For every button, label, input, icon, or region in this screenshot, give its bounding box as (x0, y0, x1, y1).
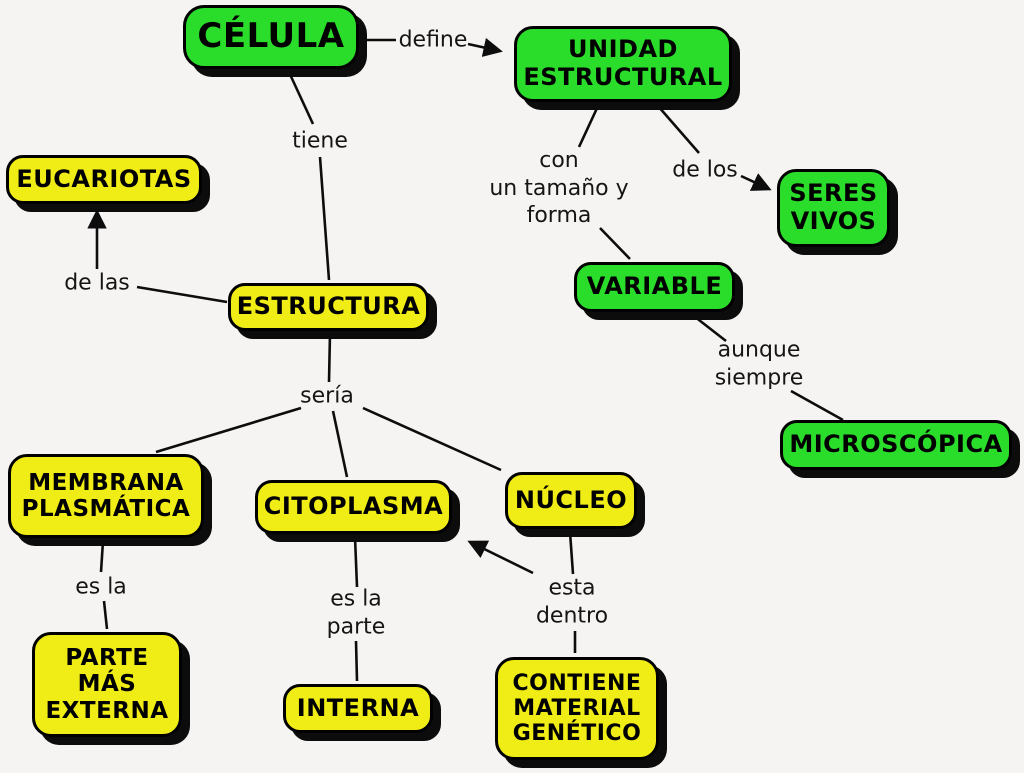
edge-seria-citoplasma (331, 410, 349, 478)
edge-delos-seres (740, 173, 772, 191)
node-nucleo[interactable]: NÚCLEO (505, 472, 637, 529)
node-label: PARTE MÁS EXTERNA (45, 644, 169, 724)
node-label: ESTRUCTURA (236, 292, 421, 321)
node-label: VARIABLE (586, 272, 723, 301)
edge-label-de-los: de los (672, 157, 738, 183)
edge-unidad-delos (657, 105, 700, 154)
edge-label-con-tamano: con un tamaño y forma (489, 147, 629, 228)
edge-label-define: define (398, 27, 468, 53)
edge-seria-membrana (155, 406, 302, 454)
node-estructura[interactable]: ESTRUCTURA (228, 283, 429, 331)
edge-delas-estructura (136, 285, 228, 304)
edge-label-aunque-siempre: aunque siempre (714, 337, 804, 391)
edge-citoplasma-eslaparte (353, 536, 359, 588)
edge-unidad-con (577, 105, 600, 148)
edge-aunque-microscopica (790, 389, 844, 422)
node-label: INTERNA (296, 693, 420, 722)
node-unidad-estructural[interactable]: UNIDAD ESTRUCTURAL (514, 26, 732, 102)
edge-estructura-seria (327, 332, 332, 383)
edge-con-variable (599, 227, 631, 260)
node-eucariotas[interactable]: EUCARIOTAS (6, 155, 202, 204)
edge-esla-parte (102, 600, 109, 630)
node-label: CITOPLASMA (263, 492, 444, 521)
edge-tiene-estructura (318, 156, 331, 281)
edge-estadentro-citoplasma (467, 540, 534, 575)
edge-celula-tiene (286, 69, 315, 125)
edge-nucleo-estadentro (568, 531, 575, 575)
node-variable[interactable]: VARIABLE (574, 262, 735, 312)
edge-label-seria: sería (300, 383, 354, 409)
edge-label-es-la-parte: es la parte (326, 586, 386, 640)
node-label: MICROSCÓPICA (789, 430, 1003, 459)
node-contiene-material-genetico[interactable]: CONTIENE MATERIAL GENÉTICO (495, 657, 659, 760)
node-interna[interactable]: INTERNA (283, 684, 433, 733)
node-celula[interactable]: CÉLULA (183, 5, 359, 69)
edge-label-esta-dentro: esta dentro (535, 575, 609, 629)
node-label: UNIDAD ESTRUCTURAL (523, 35, 723, 91)
edge-label-de-las: de las (64, 270, 130, 296)
edge-define-unidad (467, 37, 503, 57)
node-label: NÚCLEO (514, 485, 628, 514)
node-parte-mas-externa[interactable]: PARTE MÁS EXTERNA (32, 632, 182, 737)
node-label: SERES VIVOS (789, 179, 878, 235)
node-label: CONTIENE MATERIAL GENÉTICO (512, 670, 642, 747)
node-membrana-plasmatica[interactable]: MEMBRANA PLASMÁTICA (8, 454, 204, 538)
edge-label-es-la: es la (75, 574, 127, 600)
node-label: EUCARIOTAS (16, 164, 192, 193)
node-microscopica[interactable]: MICROSCÓPICA (780, 420, 1012, 470)
node-label: CÉLULA (197, 16, 345, 57)
edge-seria-nucleo (362, 406, 502, 472)
edge-label-tiene: tiene (292, 128, 348, 154)
node-seres-vivos[interactable]: SERES VIVOS (777, 169, 890, 247)
node-label: MEMBRANA PLASMÁTICA (21, 469, 191, 522)
node-citoplasma[interactable]: CITOPLASMA (255, 480, 452, 534)
edge-eslaparte-interna (354, 640, 359, 682)
edge-variable-aunque (689, 311, 727, 343)
edge-membrana-esla (99, 540, 105, 573)
